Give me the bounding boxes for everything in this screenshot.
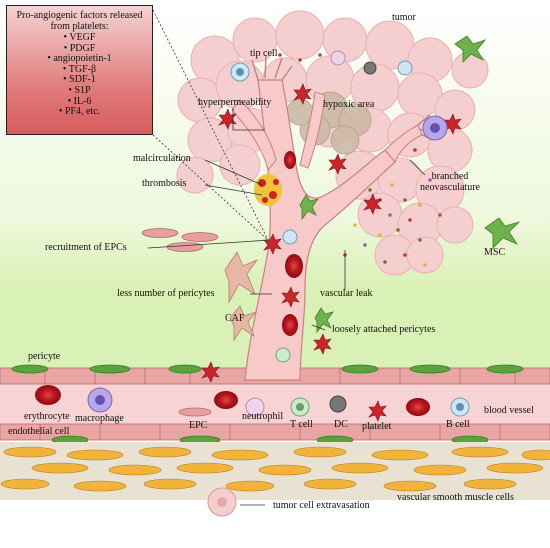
- extravasating-tumor-cell: [207, 487, 237, 517]
- label-erythrocyte: erythrocyte: [24, 411, 70, 422]
- erythrocytes: [35, 151, 430, 416]
- factor-item: • S1P: [68, 84, 91, 96]
- label-loosely-attached-pericytes: loosely attached pericytes: [332, 324, 436, 335]
- factor-item: • angiopoietin-1: [47, 53, 112, 65]
- factor-item: • SDF-1: [63, 74, 96, 86]
- factor-item: • IL-6: [67, 95, 92, 107]
- label-thrombosis: thrombosis: [142, 178, 187, 189]
- pericytes-top: [11, 364, 524, 374]
- label-platelet: platelet: [362, 421, 392, 432]
- label-caf: CAF: [225, 313, 245, 324]
- label-pericyte: pericyte: [28, 351, 61, 362]
- msc-cells: [299, 35, 521, 334]
- sprouting-vessel: [231, 54, 435, 381]
- label-branched-neovasculature: branched neovasculature: [420, 171, 480, 193]
- label-neutrophil: neutrophil: [242, 411, 284, 422]
- label-malcirculation: malcirculation: [133, 153, 191, 164]
- label-less-pericytes: less number of pericytes: [117, 288, 215, 299]
- factor-item: • PDGF: [63, 42, 96, 54]
- label-dc: DC: [334, 419, 348, 430]
- smooth-muscle-layer: [0, 442, 550, 500]
- label-hypoxic-area: hypoxic area: [323, 99, 375, 110]
- factor-list: • VEGF • PDGF • angiopoietin-1 • TGF-β •…: [11, 32, 148, 118]
- pro-angiogenic-factor-box: Pro-angiogenic factors released from pla…: [6, 5, 153, 135]
- label-tumor: tumor: [392, 12, 416, 23]
- label-tip-cell: tip cell: [250, 48, 278, 59]
- factor-item: • PF4, etc.: [58, 106, 101, 118]
- label-epc: EPC: [189, 420, 208, 431]
- label-msc: MSC: [484, 247, 506, 258]
- label-vascular-leak: vascular leak: [320, 288, 373, 299]
- label-endothelial-cell: endothelial cell: [8, 426, 70, 437]
- factor-item: • VEGF: [63, 32, 96, 43]
- factor-box-title: Pro-angiogenic factors released from pla…: [16, 10, 143, 32]
- thrombus: [254, 174, 282, 206]
- label-hyperpermeability: hyperpermeability: [198, 97, 272, 108]
- label-blood-vessel: blood vessel: [484, 405, 534, 416]
- fibroblasts: [224, 251, 259, 342]
- label-vascular-smooth-muscle-cells: vascular smooth muscle cells: [397, 492, 514, 503]
- label-t-cell: T cell: [290, 419, 313, 430]
- leader-lines: [147, 9, 426, 506]
- label-tumor-cell-extravasation: tumor cell extravasation: [273, 500, 370, 511]
- platelets: [201, 83, 462, 422]
- label-recruitment-of-epcs: recruitment of EPCs: [45, 242, 127, 253]
- immune-cells: [87, 50, 470, 417]
- label-macrophage: macrophage: [75, 413, 124, 424]
- label-b-cell: B cell: [446, 419, 470, 430]
- factor-item: • TGF-β: [62, 63, 97, 75]
